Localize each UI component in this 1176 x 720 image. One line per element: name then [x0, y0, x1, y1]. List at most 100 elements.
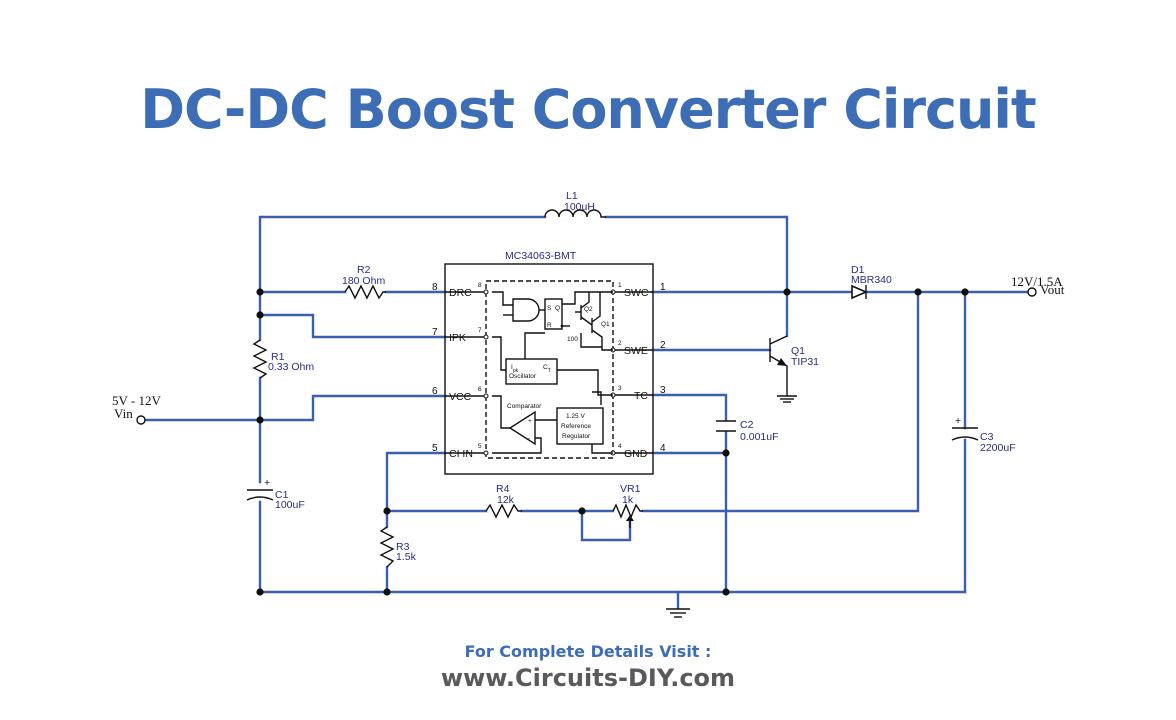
pin-number: 4	[660, 443, 666, 454]
pin-number: 7	[432, 327, 438, 338]
ref-line1: 1.25 V	[566, 413, 585, 420]
junction-dot	[256, 416, 264, 424]
vin-range: 5V - 12V	[112, 393, 161, 408]
pin-number-inner: 1	[618, 282, 622, 289]
ref-line3: Regulator	[562, 433, 591, 440]
pin-number-inner: 7	[478, 327, 482, 334]
c3-value: 2200uF	[980, 442, 1016, 454]
potentiometer-vr1: VR1 1k	[612, 483, 643, 528]
footer-visit-text: For Complete Details Visit :	[464, 642, 712, 661]
pin-number: 8	[432, 282, 438, 293]
vin-name: Vin	[114, 406, 133, 421]
ic-name: MC34063-BMT	[505, 250, 577, 262]
junction-dot	[783, 288, 791, 296]
resistor-r4: R4 12k	[485, 483, 522, 519]
c1-value: 100uF	[275, 499, 305, 511]
junction-dot	[383, 588, 391, 596]
resistor-r3: R3 1.5k	[379, 526, 417, 568]
wire-ci-in	[385, 451, 447, 529]
vout-name: Vout	[1040, 282, 1065, 297]
comparator-label: Comparator	[507, 403, 542, 410]
latch-s: S	[547, 305, 552, 312]
polarity-plus: +	[955, 415, 961, 427]
pin-number: 6	[432, 386, 438, 397]
wire-to-vcc	[258, 394, 447, 422]
pin-label-ipk: IPK	[449, 332, 466, 344]
latch-r: R	[547, 322, 552, 329]
wires	[144, 215, 1030, 610]
junction-dot	[722, 449, 730, 457]
r2-value: 180 Ohm	[342, 275, 385, 287]
resistor-r2: R2 180 Ohm	[342, 264, 386, 300]
junction-dot	[383, 507, 391, 515]
latch-q: Q	[555, 305, 560, 312]
pin-number: 2	[660, 340, 666, 351]
vout-terminal: 12V/1.5A Vout	[1011, 274, 1065, 297]
wire-vr1-wiper	[580, 509, 632, 542]
pin-number-inner: 8	[478, 282, 482, 289]
comp-minus: -	[528, 435, 530, 442]
pin-number: 5	[432, 443, 438, 454]
c2-value: 0.001uF	[740, 431, 779, 443]
junction-dot	[256, 311, 264, 319]
pin-number-inner: 6	[478, 386, 482, 393]
q1-label: Q1	[601, 321, 610, 328]
vr1-value: 1k	[622, 494, 634, 506]
q1-value: TIP31	[791, 356, 819, 368]
junction-dot	[961, 288, 969, 296]
comp-plus: +	[528, 418, 532, 425]
wire-vr1-out	[641, 290, 920, 513]
page-title: DC-DC Boost Converter Circuit	[140, 78, 1037, 141]
l1-value: 100uH	[564, 201, 595, 213]
wire-to-ipk	[258, 313, 447, 339]
ic-outline	[444, 263, 654, 475]
and-gate	[512, 298, 540, 322]
junction-dot	[914, 288, 922, 296]
ic-right-pins	[610, 289, 653, 456]
d1-value: MBR340	[851, 274, 892, 286]
r2-ref: R2	[357, 264, 371, 276]
pin-label-vcc: VCC	[449, 391, 472, 403]
ct-text: CT	[543, 364, 551, 374]
c3-ref: C3	[980, 431, 994, 443]
pin-label-swc: SWC	[624, 287, 649, 299]
ground-symbol	[666, 608, 690, 618]
polarity-plus: +	[264, 477, 270, 489]
diode-d1: D1 MBR340	[851, 264, 892, 300]
ic-mc34063: MC34063-BMT 8 7 6 5 1 2	[432, 250, 666, 475]
q1-ref: Q1	[791, 345, 805, 357]
pin-number: 3	[660, 385, 666, 396]
reference-regulator-block	[556, 407, 604, 445]
junction-dot	[256, 288, 264, 296]
junction-dot	[578, 507, 586, 515]
oscillator-block	[505, 358, 558, 385]
pin-label-tc: TC	[634, 390, 648, 402]
pin-number-inner: 4	[618, 443, 622, 450]
capacitor-c2: C2 0.001uF	[716, 419, 779, 443]
junction-dot	[256, 588, 264, 596]
inductor-l1: L1 100uH	[544, 190, 606, 218]
d1-ref: D1	[851, 264, 865, 276]
r1-ref: R1	[271, 351, 285, 363]
pin-label-ci-in: CI IN	[449, 448, 473, 460]
r4-ref: R4	[496, 483, 510, 495]
vout-rating: 12V/1.5A	[1011, 274, 1063, 289]
footer-website: www.Circuits-DIY.com	[440, 664, 736, 692]
resistor-r1: R1 0.33 Ohm	[252, 339, 314, 379]
wire-l1-right	[604, 215, 789, 294]
oscillator-label: Oscillator	[509, 373, 537, 380]
pin-label-swe: SWE	[624, 345, 648, 357]
ic-internal-logic: S Q R Q2 Q1 100 Ipk CT Oscillato	[492, 291, 613, 454]
transistor-q1: Q1 TIP31	[769, 335, 819, 403]
pin-number-inner: 2	[618, 340, 622, 347]
junction-dot	[722, 588, 730, 596]
pin-number-inner: 5	[478, 443, 482, 450]
pin-label-gnd: GND	[624, 448, 648, 460]
q2-label: Q2	[584, 306, 593, 313]
pin-number: 1	[660, 282, 666, 293]
capacitor-c1: + C1 100uF	[246, 477, 305, 511]
internal-resistor-label: 100	[567, 336, 578, 343]
ipk-text: Ipk	[511, 364, 519, 374]
pin-label-drc: DRC	[449, 287, 472, 299]
